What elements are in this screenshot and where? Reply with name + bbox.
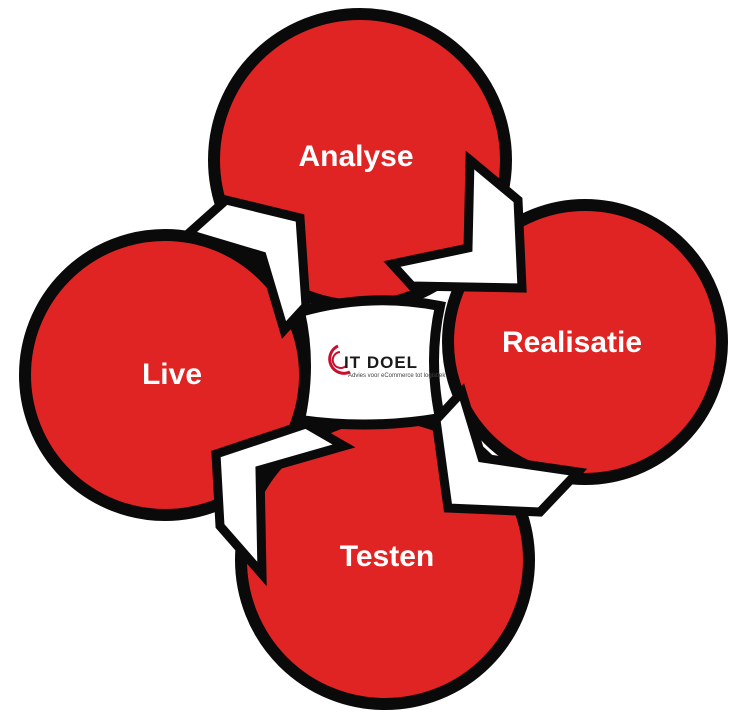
phase-label-realisatie: Realisatie bbox=[502, 326, 642, 359]
arrow-testen-to-live-icon bbox=[211, 419, 356, 587]
phase-label-analyse: Analyse bbox=[298, 140, 413, 173]
phase-label-live: Live bbox=[142, 358, 202, 391]
logo-swirl-inner-icon bbox=[331, 351, 347, 369]
arrow-realisatie-to-testen-icon bbox=[431, 383, 588, 517]
arrow-live-to-analyse-icon bbox=[178, 195, 311, 339]
phase-label-testen: Testen bbox=[340, 540, 434, 573]
logo-tagline: Advies voor eCommerce tot logistiek bbox=[348, 373, 446, 379]
logo-name: IT DOEL bbox=[344, 353, 418, 372]
it-doel-logo: IT DOEL Advies voor eCommerce tot logist… bbox=[328, 344, 446, 379]
arrow-analyse-to-realisatie-icon bbox=[383, 150, 527, 293]
logo-swirl-icon bbox=[328, 344, 351, 375]
